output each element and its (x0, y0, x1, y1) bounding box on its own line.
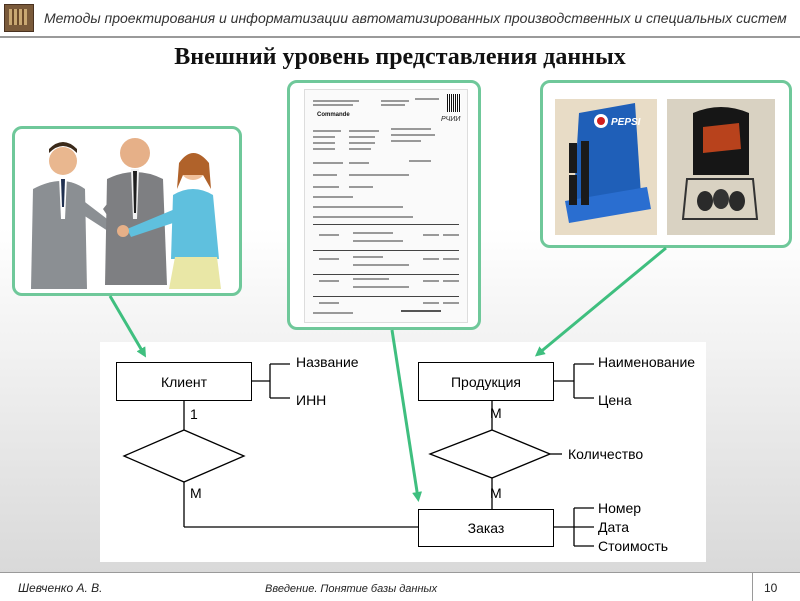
entity-product: Продукция (418, 362, 554, 401)
product-image-frame: PEPSI (540, 80, 792, 248)
document-heading: Commande (317, 112, 350, 118)
footer-topic: Введение. Понятие базы данных (265, 583, 438, 595)
attr-quantity: Количество (568, 446, 644, 462)
document-stamp: РЧИИ (441, 116, 461, 123)
order-document-frame: Commande РЧИИ (287, 80, 481, 330)
barcode-icon (447, 94, 461, 112)
arrow-product-to-entity (534, 246, 667, 357)
cardinality-product-m: М (490, 405, 502, 421)
slide-footer: Шевченко А. В. Введение. Понятие базы да… (0, 572, 800, 601)
university-logo-icon (4, 4, 34, 32)
attr-order-number: Номер (598, 500, 642, 516)
cardinality-product-order-m: М (490, 485, 502, 501)
attr-product-price: Цена (598, 392, 632, 408)
pepsi-display-stands-image: PEPSI (555, 99, 775, 235)
business-people-handshake-image (31, 138, 221, 289)
course-title: Методы проектирования и информатизации а… (44, 10, 787, 26)
entity-order: Заказ (418, 509, 554, 547)
cardinality-client-1: 1 (190, 406, 198, 422)
cardinality-client-order-m: М (190, 485, 202, 501)
slide-title: Внешний уровень представления данных (174, 44, 626, 70)
footer-author: Шевченко А. В. (18, 581, 103, 595)
people-image-frame (12, 126, 242, 296)
attr-client-inn: ИНН (296, 392, 327, 408)
attr-order-date: Дата (598, 519, 630, 535)
attr-product-name: Наименование (598, 354, 696, 370)
order-document-image: Commande РЧИИ (304, 89, 468, 323)
footer-divider (752, 573, 753, 601)
entity-client: Клиент (116, 362, 252, 401)
slide-header: Методы проектирования и информатизации а… (0, 0, 800, 38)
attr-order-cost: Стоимость (598, 538, 669, 554)
attr-client-name: Название (296, 354, 359, 370)
page-number: 10 (764, 581, 778, 595)
er-diagram: Клиент Продукция Заказ Название ИНН Наим… (100, 342, 706, 562)
pepsi-brand-text: PEPSI (611, 117, 641, 128)
